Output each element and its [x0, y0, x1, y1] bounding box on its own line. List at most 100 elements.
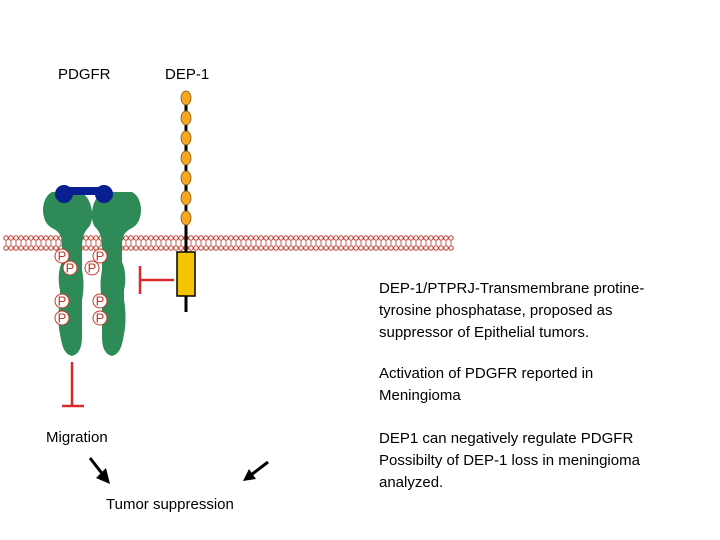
phospho-site: P [54, 310, 70, 326]
lipid-head [148, 235, 154, 241]
lipid-head [338, 235, 344, 241]
lipid-head [223, 245, 229, 251]
phospho-site: P [92, 248, 108, 264]
lipid-head [228, 245, 234, 251]
lipid-head [13, 245, 19, 251]
lipid-head [218, 245, 224, 251]
lipid-head [188, 245, 194, 251]
phospho-label: P [58, 294, 67, 309]
lipid-head [18, 235, 24, 241]
lipid-head [248, 235, 254, 241]
lipid-head [328, 245, 334, 251]
phospho-label: P [88, 261, 97, 276]
lipid-head [258, 245, 264, 251]
pdgf-ligand-left [55, 185, 73, 203]
lipid-head [403, 245, 409, 251]
lipid-head [248, 245, 254, 251]
dep1-label: DEP-1 [165, 66, 210, 83]
lipid-head [123, 245, 129, 251]
lipid-head [83, 235, 89, 241]
lipid-head [348, 245, 354, 251]
lipid-head [258, 235, 264, 241]
lipid-head [48, 235, 54, 241]
lipid-head [303, 235, 309, 241]
dep1-inhibition-of-pdgfr [138, 266, 174, 294]
pdgfr-inhibition-of-migration [62, 362, 84, 408]
lipid-head [218, 235, 224, 241]
lipid-head [43, 245, 49, 251]
lipid-head [238, 235, 244, 241]
pdgfr-monomer-right [91, 192, 141, 356]
lipid-head [23, 245, 29, 251]
lipid-head [443, 235, 449, 241]
lipid-head [383, 235, 389, 241]
lipid-head [138, 235, 144, 241]
lipid-head [53, 235, 59, 241]
arrows-to-tumor-suppression [88, 457, 269, 484]
lipid-head [123, 235, 129, 241]
lipid-head [328, 235, 334, 241]
lipid-head [33, 235, 39, 241]
phospho-site: P [84, 260, 100, 276]
tumor-suppression-label: Tumor suppression [106, 496, 234, 513]
lipid-head [268, 235, 274, 241]
fibronectin-domain [180, 210, 192, 226]
fibronectin-domain [180, 110, 192, 126]
lipid-head [338, 245, 344, 251]
lipid-head [13, 235, 19, 241]
lipid-head [143, 245, 149, 251]
fibronectin-domain [180, 90, 192, 106]
phospho-site: P [92, 310, 108, 326]
lipid-head [178, 245, 184, 251]
lipid-head [253, 245, 259, 251]
lipid-head [178, 235, 184, 241]
phospho-site: P [54, 248, 70, 264]
lipid-head [373, 245, 379, 251]
lipid-head [438, 235, 444, 241]
cell-membrane [3, 235, 454, 251]
lipid-head [88, 235, 94, 241]
pdgfr-label: PDGFR [58, 66, 111, 83]
lipid-head [213, 245, 219, 251]
lipid-head [388, 245, 394, 251]
lipid-head [93, 235, 99, 241]
lipid-head [418, 245, 424, 251]
lipid-head [313, 235, 319, 241]
lipid-head [38, 245, 44, 251]
lipid-head [373, 235, 379, 241]
lipid-head [323, 245, 329, 251]
lipid-head [158, 235, 164, 241]
lipid-head [128, 245, 134, 251]
lipid-head [53, 245, 59, 251]
lipid-head [393, 245, 399, 251]
lipid-head [368, 245, 374, 251]
lipid-head [308, 245, 314, 251]
dep1-description-text: DEP-1/PTPRJ-Transmembrane protine- tyros… [379, 278, 709, 344]
lipid-head [163, 245, 169, 251]
lipid-head [153, 235, 159, 241]
lipid-head [83, 245, 89, 251]
lipid-head [158, 245, 164, 251]
lipid-head [203, 235, 209, 241]
lipid-head [428, 235, 434, 241]
lipid-head [278, 235, 284, 241]
lipid-head [388, 235, 394, 241]
lipid-head [408, 245, 414, 251]
phospho-label: P [58, 249, 67, 264]
phospho-site: P [54, 293, 70, 309]
lipid-head [233, 245, 239, 251]
lipid-head [448, 235, 454, 241]
lipid-head [413, 245, 419, 251]
lipid-head [8, 245, 14, 251]
lipid-head [188, 235, 194, 241]
fibronectin-domain [180, 170, 192, 186]
lipid-head [28, 245, 34, 251]
text-line: Meningioma [379, 387, 461, 404]
lipid-head [358, 245, 364, 251]
phospho-label: P [96, 249, 105, 264]
text-line: tyrosine phosphatase, proposed as [379, 302, 613, 319]
lipid-head [203, 245, 209, 251]
dep1-extracellular-domains [180, 90, 192, 226]
lipid-head [28, 235, 34, 241]
lipid-head [18, 245, 24, 251]
